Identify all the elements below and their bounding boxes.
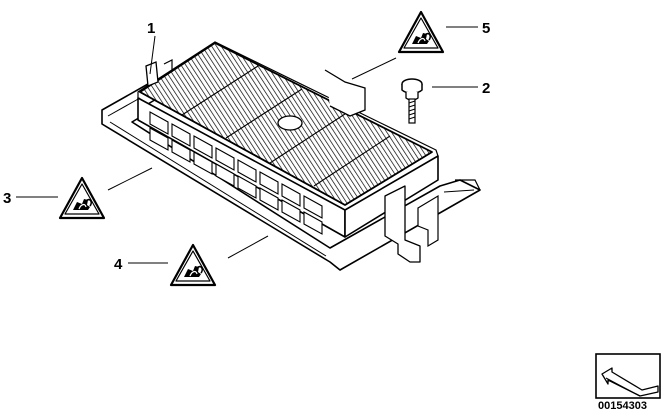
callout-5: 5: [482, 20, 490, 37]
warning-triangle-5: [397, 10, 445, 54]
callout-3: 3: [3, 190, 11, 207]
part-number-label: 00154303: [598, 400, 647, 412]
control-module: [101, 41, 481, 271]
screw-icon: [401, 78, 423, 124]
callout-4: 4: [114, 256, 123, 273]
callout-1: 1: [147, 20, 155, 37]
module-rear-bracket: [324, 69, 366, 117]
module-rear-pin: [145, 61, 159, 87]
leader-lines: [16, 26, 478, 264]
connector-slots: [149, 111, 323, 235]
arrow-stamp-icon: [595, 353, 661, 399]
warning-triangle-4: [169, 243, 217, 287]
module-logo-disc: [277, 115, 303, 131]
callout-2: 2: [482, 80, 490, 97]
module-right-bracket: [384, 185, 421, 263]
warning-triangle-3: [58, 176, 106, 220]
